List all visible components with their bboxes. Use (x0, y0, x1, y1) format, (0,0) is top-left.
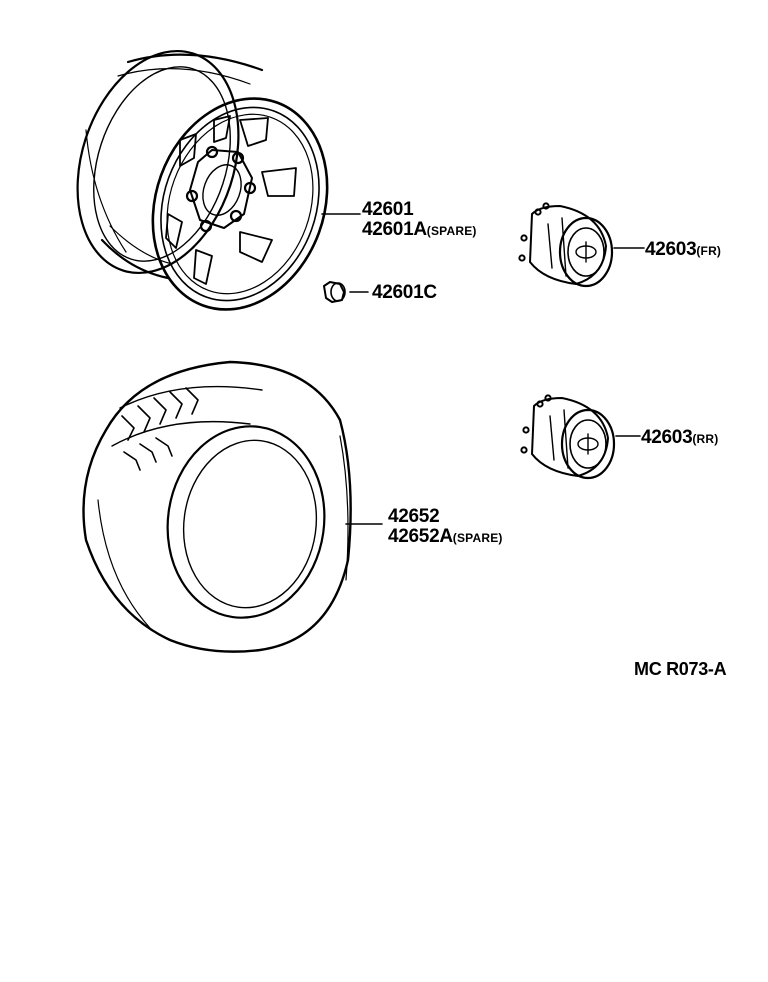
wheel-nut-label: 42601C (372, 283, 437, 302)
diagram-code: MC R073-A (634, 659, 727, 679)
tire-part-number: 42652 (388, 506, 440, 527)
cap-rear-label: 42603(RR) (641, 428, 718, 447)
cap-front-tag: (FR) (696, 244, 722, 258)
cap-front-part-number: 42603 (645, 239, 697, 260)
cap-front-drawing (518, 202, 645, 288)
cap-rear-drawing (520, 394, 641, 480)
wheel-label: 42601 42601A(SPARE) (362, 200, 477, 239)
cap-rear-part-number: 42603 (641, 427, 693, 448)
wheel-nut-drawing (323, 281, 369, 303)
cap-front-label: 42603(FR) (645, 240, 721, 259)
wheel-nut-part-number: 42601C (372, 282, 437, 303)
wheel-drawing (76, 49, 361, 311)
wheel-spare-tag: (SPARE) (426, 224, 477, 238)
tire-label: 42652 42652A(SPARE) (388, 507, 503, 546)
wheel-part-number: 42601 (362, 199, 414, 220)
tire-spare-tag: (SPARE) (452, 531, 503, 545)
tire-spare-part-number: 42652A (388, 526, 453, 547)
diagram-code-text: MC R073-A (634, 659, 727, 679)
tire-drawing (82, 360, 383, 653)
wheel-spare-part-number: 42601A (362, 219, 427, 240)
cap-rear-tag: (RR) (692, 432, 719, 446)
